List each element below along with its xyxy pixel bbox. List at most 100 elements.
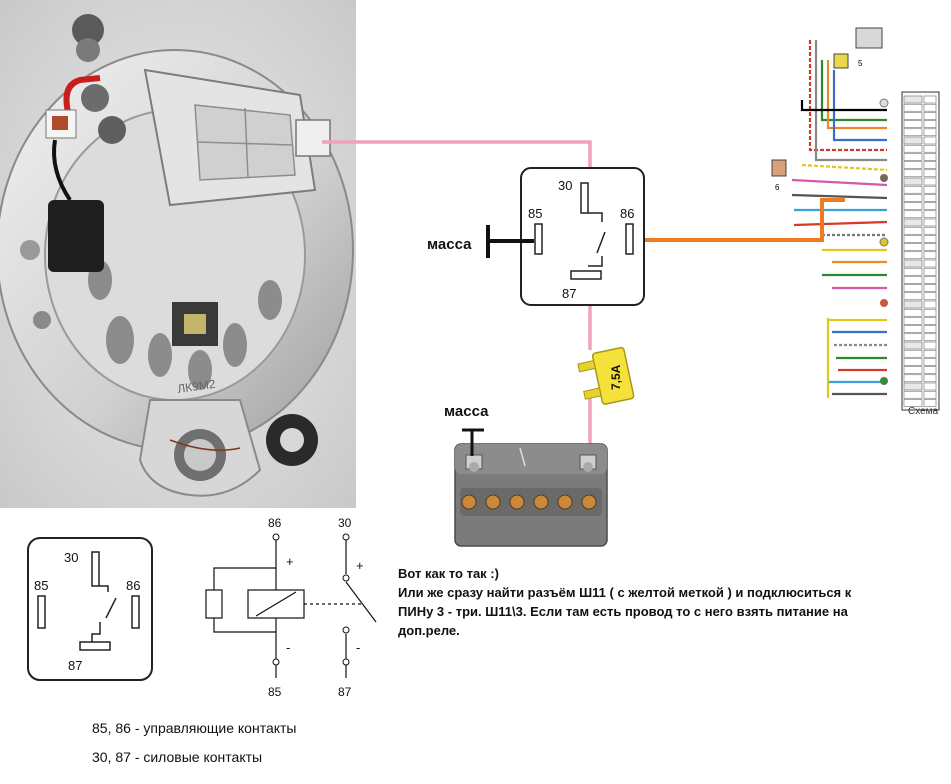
- connector-cell: [903, 103, 923, 112]
- connector-cell: [903, 399, 923, 407]
- relay-main: [520, 167, 645, 306]
- connector-pin-cell: [923, 210, 937, 219]
- main-circuit: 30 85 86 87 масса 7,5A масса: [322, 140, 845, 547]
- connector-cell: [903, 333, 923, 342]
- connector-pin-cell: [923, 374, 937, 383]
- connector-pin-cell: [923, 243, 937, 251]
- schem-top-86: 86: [268, 516, 282, 530]
- connector-pin-cell: [923, 251, 937, 260]
- connector-cell: [903, 120, 923, 128]
- connector-pin-cell: [923, 300, 937, 309]
- battery-ground-symbol: [462, 428, 484, 456]
- connector-cell: [903, 202, 923, 210]
- legend-power: 30, 87 - силовые контакты: [92, 749, 263, 765]
- relay-pinout: 30 85 86 87: [27, 537, 153, 681]
- schem-minus: -: [286, 640, 290, 655]
- schem-plus-2: +: [356, 558, 364, 573]
- connector-cell: [903, 243, 923, 251]
- schem-bot-87: 87: [338, 685, 352, 699]
- connector-cell: [903, 194, 923, 202]
- connector-cell: [903, 161, 923, 169]
- small-relay-pin-86: 86: [126, 578, 140, 593]
- connector-cell: [903, 235, 923, 243]
- connector-cell: [903, 358, 923, 366]
- connector-cell: [903, 300, 923, 309]
- connector-pin-cell: [923, 399, 937, 407]
- connector-cell: [903, 284, 923, 292]
- relay-ground-label: масса: [427, 236, 472, 253]
- connector-cell: [903, 366, 923, 374]
- note-line-4: доп.реле.: [398, 623, 460, 638]
- connector-pin-cell: [923, 276, 937, 284]
- battery-ground-label: масса: [444, 403, 489, 420]
- connector-pin-cell: [923, 128, 937, 137]
- connector-pin-cell: [923, 136, 937, 145]
- connector-cell: [903, 382, 923, 391]
- connector-pin-cell: [923, 153, 937, 161]
- connector-cell: [903, 226, 923, 235]
- connector-cell: [903, 218, 923, 227]
- connector-pin-cell: [923, 177, 937, 186]
- connector-pin-cell: [923, 259, 937, 268]
- connector-cell: [903, 128, 923, 137]
- connector-cell: [903, 317, 923, 325]
- small-relay-pin-30: 30: [64, 550, 78, 565]
- connector-pin-cell: [923, 284, 937, 292]
- fuse: [577, 346, 635, 405]
- alternator-marking: ЛК9М2: [176, 377, 216, 396]
- relay-circuit-symbol: 86 30 + - 85 + - 87: [205, 516, 377, 699]
- connector-cell: [903, 276, 923, 284]
- relay-pin-30: 30: [558, 178, 572, 193]
- relay-pin-85: 85: [528, 206, 542, 221]
- connector-cell: [903, 308, 923, 317]
- connector-cell: [903, 374, 923, 383]
- connector-cell: [903, 153, 923, 161]
- connector-pin-cell: [923, 390, 937, 399]
- connector-cell: [903, 169, 923, 178]
- wiring-item-6: 6: [775, 183, 780, 192]
- schem-top-30: 30: [338, 516, 352, 530]
- connector-pin-cell: [923, 161, 937, 169]
- connector-pin-cell: [923, 103, 937, 112]
- relay-pin-86: 86: [620, 206, 634, 221]
- connector-pin-cell: [923, 267, 937, 276]
- connector-cell: [903, 292, 923, 301]
- connector-pin-cell: [923, 333, 937, 342]
- small-relay-pin-87: 87: [68, 658, 82, 673]
- connector-pin-cell: [923, 120, 937, 128]
- connector-pin-cell: [923, 341, 937, 350]
- alternator-photo: ЛК9М2: [0, 0, 356, 508]
- connector-pin-cell: [923, 144, 937, 153]
- battery: [454, 443, 608, 547]
- schem-plus: +: [286, 554, 294, 569]
- connector-cell: [903, 259, 923, 268]
- connector-pin-cell: [923, 226, 937, 235]
- relay-ground-symbol: [486, 225, 534, 258]
- connector-cell: [903, 136, 923, 145]
- orange-wire: [635, 198, 845, 242]
- connector-cell: [903, 185, 923, 194]
- connector-pin-cell: [923, 358, 937, 366]
- connector-cell: [903, 210, 923, 219]
- connector-pin-cell: [923, 112, 937, 120]
- connector-pin-cell: [923, 366, 937, 374]
- note-line-3: ПИНу 3 - три. Ш11\3. Если там есть прово…: [398, 604, 848, 619]
- connector-pin-cell: [923, 317, 937, 325]
- connector-cell: [903, 325, 923, 333]
- wiring-schematic: 5 6 Схема: [771, 27, 940, 417]
- instruction-note: Вот как то так :) Или же сразу найти раз…: [398, 564, 938, 640]
- connector-cell: [903, 251, 923, 260]
- connector-cell: [903, 349, 923, 358]
- connector-cell: [903, 144, 923, 153]
- connector-pin-cell: [923, 292, 937, 301]
- connector-pin-cell: [923, 169, 937, 178]
- connector-cell: [903, 95, 923, 104]
- connector-pin-cell: [923, 349, 937, 358]
- connector-pin-cell: [923, 382, 937, 391]
- connector-pin-cell: [923, 95, 937, 104]
- legend-control: 85, 86 - управляющие контакты: [92, 720, 297, 736]
- small-relay-pin-85: 85: [34, 578, 48, 593]
- connector-pin-cell: [923, 235, 937, 243]
- connector-pin-cell: [923, 194, 937, 202]
- connector-pin-cell: [923, 218, 937, 227]
